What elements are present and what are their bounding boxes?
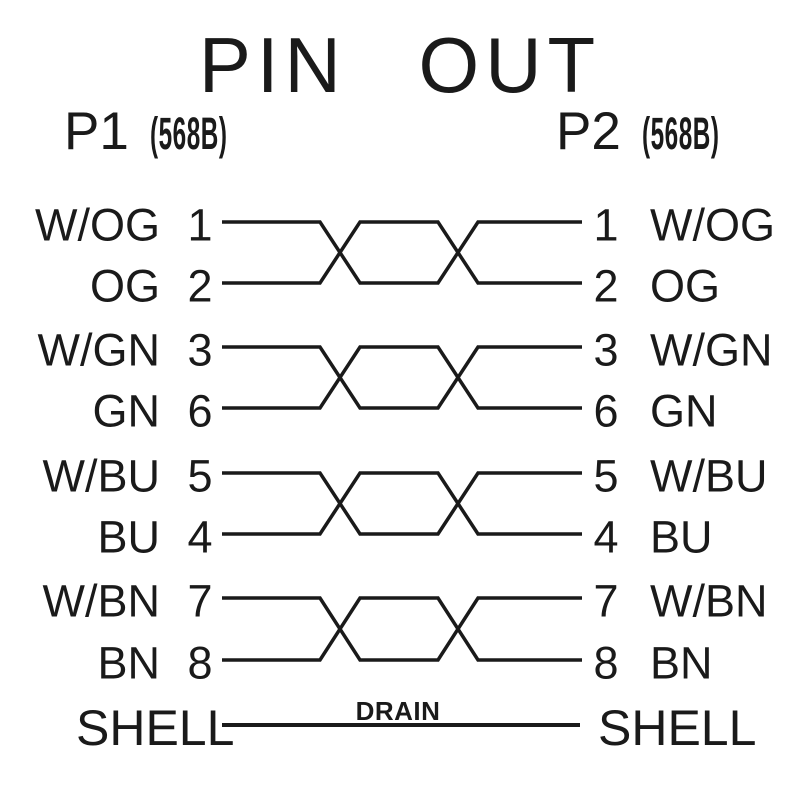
p2-pin3-number: 3: [593, 324, 619, 376]
p2-pin2-color-label: OG: [650, 260, 721, 312]
shell-label-right: SHELL: [598, 700, 757, 756]
shell-label-left: SHELL: [76, 700, 235, 756]
p2-pin6-number: 6: [593, 385, 619, 437]
p1-pin7-color-label: W/BN: [42, 575, 161, 627]
wire-pin5: [222, 471, 582, 536]
p1-pin5-number: 5: [187, 450, 213, 502]
p2-pin8-color-label: BN: [650, 637, 713, 689]
wire-pin6: [222, 345, 582, 410]
p1-pin7-number: 7: [187, 575, 213, 627]
p1-pin4-number: 4: [187, 511, 213, 563]
p2-pin3-color-label: W/GN: [650, 324, 773, 376]
p1-pin3-color-label: W/GN: [37, 324, 160, 376]
connector-p2-name: P2: [556, 102, 621, 161]
connector-p1-standard: (568B): [149, 108, 228, 159]
wire-pin2: [222, 220, 582, 285]
p1-pin6-number: 6: [187, 385, 213, 437]
p1-pin2-number: 2: [187, 260, 213, 312]
connector-p2: P2 (568B): [556, 105, 785, 158]
p2-pin4-color-label: BU: [650, 511, 713, 563]
connector-p2-standard: (568B): [641, 108, 720, 159]
p1-pin4-color-label: BU: [97, 511, 160, 563]
drain-label: DRAIN: [355, 696, 441, 726]
wire-pin3: [222, 345, 582, 410]
p2-pin4-number: 4: [593, 511, 619, 563]
p1-pin8-number: 8: [187, 637, 213, 689]
p2-pin1-number: 1: [593, 199, 619, 251]
p2-pin2-number: 2: [593, 260, 619, 312]
p2-pin7-number: 7: [593, 575, 619, 627]
connector-p1: P1 (568B): [64, 105, 293, 158]
p2-pin6-color-label: GN: [650, 385, 718, 437]
wire-pin1: [222, 220, 582, 285]
wire-pin4: [222, 471, 582, 536]
p1-pin8-color-label: BN: [97, 637, 160, 689]
p2-pin7-color-label: W/BN: [650, 575, 768, 627]
p1-pin6-color-label: GN: [92, 385, 161, 437]
wire-pin8: [222, 596, 582, 662]
p1-pin5-color-label: W/BU: [42, 450, 161, 502]
p2-pin8-number: 8: [593, 637, 619, 689]
wire-pin7: [222, 596, 582, 662]
p1-pin2-color-label: OG: [89, 260, 160, 312]
diagram-title: PIN OUT: [198, 21, 602, 109]
p2-pin5-number: 5: [593, 450, 619, 502]
p2-pin1-color-label: W/OG: [650, 199, 775, 251]
p1-pin1-color-label: W/OG: [35, 199, 160, 251]
p1-pin3-number: 3: [187, 324, 213, 376]
connector-p1-name: P1: [64, 102, 129, 161]
p2-pin5-color-label: W/BU: [650, 450, 768, 502]
p1-pin1-number: 1: [187, 199, 213, 251]
